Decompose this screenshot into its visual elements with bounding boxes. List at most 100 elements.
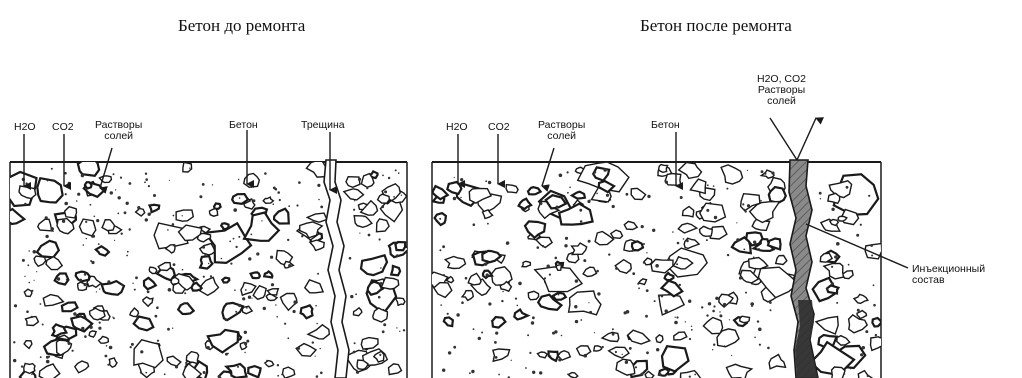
sand-grain bbox=[836, 242, 840, 246]
sand-grain bbox=[245, 289, 247, 291]
sand-grain bbox=[719, 314, 722, 317]
aggregate-stone bbox=[528, 187, 541, 194]
sand-grain bbox=[135, 276, 138, 279]
sand-grain bbox=[448, 351, 451, 354]
sand-grain bbox=[625, 361, 628, 364]
sand-grain bbox=[637, 283, 639, 285]
aggregate-stone bbox=[700, 203, 726, 222]
aggregate-stone bbox=[167, 356, 181, 366]
sand-grain bbox=[381, 205, 384, 208]
sand-grain bbox=[564, 244, 567, 247]
sand-grain bbox=[29, 282, 31, 284]
sand-grain bbox=[114, 240, 115, 241]
aggregate-stone bbox=[690, 179, 705, 193]
sand-grain bbox=[246, 340, 249, 343]
aggregate-stone bbox=[854, 294, 868, 303]
sand-grain bbox=[491, 320, 493, 322]
aggregate-stone bbox=[857, 311, 867, 319]
sand-grain bbox=[284, 323, 286, 325]
aggregate-stone bbox=[506, 185, 518, 193]
sand-grain bbox=[81, 174, 84, 177]
aggregate-stone bbox=[24, 341, 32, 349]
sand-grain bbox=[456, 313, 459, 316]
sand-grain bbox=[90, 204, 92, 206]
aggregate-stone bbox=[838, 216, 847, 221]
sand-grain bbox=[398, 172, 400, 174]
sand-grain bbox=[359, 233, 360, 234]
aggregate-stone bbox=[85, 182, 92, 188]
sand-grain bbox=[743, 249, 745, 251]
sand-grain bbox=[173, 263, 176, 266]
sand-grain bbox=[862, 346, 865, 349]
sand-grain bbox=[85, 221, 87, 223]
sand-grain bbox=[147, 290, 150, 293]
sand-grain bbox=[107, 364, 109, 366]
sand-grain bbox=[602, 346, 604, 348]
sand-grain bbox=[707, 184, 709, 186]
sand-grain bbox=[202, 246, 205, 249]
aggregate-stone bbox=[468, 273, 481, 285]
sand-grain bbox=[96, 219, 99, 222]
aggregate-stone bbox=[391, 266, 400, 275]
sand-grain bbox=[379, 354, 381, 356]
sand-grain bbox=[537, 246, 540, 249]
sand-grain bbox=[169, 180, 170, 181]
aggregate-stone bbox=[434, 283, 452, 298]
sand-grain bbox=[719, 311, 720, 312]
aggregate-stone bbox=[37, 178, 62, 202]
sand-grain bbox=[208, 263, 209, 264]
aggregate-stone bbox=[361, 255, 387, 275]
sand-grain bbox=[770, 309, 772, 311]
sand-grain bbox=[640, 373, 643, 376]
sand-grain bbox=[706, 209, 709, 212]
sand-grain bbox=[396, 254, 399, 257]
sand-grain bbox=[641, 225, 644, 228]
sand-grain bbox=[83, 244, 85, 246]
sand-grain bbox=[747, 204, 750, 207]
aggregate-stone bbox=[568, 373, 578, 378]
sand-grain bbox=[532, 371, 535, 374]
sand-grain bbox=[354, 342, 356, 344]
sand-grain bbox=[469, 372, 471, 374]
sand-grain bbox=[395, 169, 397, 171]
sand-grain bbox=[629, 270, 631, 272]
sand-grain bbox=[860, 353, 863, 356]
sand-grain bbox=[676, 316, 678, 318]
sand-grain bbox=[652, 229, 655, 232]
sand-grain bbox=[713, 305, 715, 307]
sand-grain bbox=[378, 296, 381, 299]
sand-grain bbox=[99, 288, 100, 289]
sand-grain bbox=[870, 244, 873, 247]
sand-grain bbox=[486, 273, 489, 276]
aggregate-stone bbox=[769, 355, 785, 369]
aggregate-stone bbox=[43, 295, 63, 306]
sand-grain bbox=[105, 355, 108, 358]
sand-grain bbox=[113, 317, 115, 319]
sand-grain bbox=[751, 305, 753, 307]
sand-grain bbox=[554, 330, 557, 333]
sand-grain bbox=[478, 337, 481, 340]
sand-grain bbox=[264, 172, 267, 175]
sand-grain bbox=[826, 288, 828, 290]
sand-grain bbox=[312, 341, 314, 343]
sand-grain bbox=[317, 184, 320, 187]
sand-grain bbox=[129, 182, 132, 185]
sand-grain bbox=[45, 216, 48, 219]
aggregate-stone bbox=[39, 364, 60, 378]
aggregate-stone bbox=[78, 282, 88, 290]
sand-grain bbox=[273, 203, 275, 205]
sand-grain bbox=[706, 314, 708, 316]
sand-grain bbox=[98, 243, 100, 245]
sand-grain bbox=[596, 270, 599, 273]
aggregate-stone bbox=[102, 281, 124, 295]
sand-grain bbox=[471, 257, 472, 258]
sand-grain bbox=[382, 330, 385, 333]
sand-grain bbox=[270, 256, 273, 259]
aggregate-stone bbox=[611, 230, 623, 238]
sand-grain bbox=[612, 205, 615, 208]
sand-grain bbox=[453, 346, 456, 349]
aggregate-stone bbox=[659, 165, 668, 173]
sand-grain bbox=[14, 304, 17, 307]
aggregate-stone bbox=[37, 241, 59, 257]
sand-grain bbox=[461, 301, 464, 304]
